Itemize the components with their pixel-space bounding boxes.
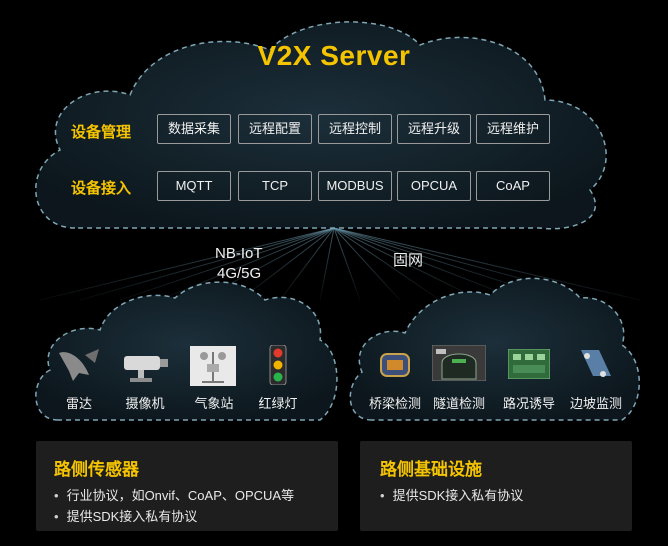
row-label-device-access: 设备接入 xyxy=(71,180,132,197)
chip-data-collection: 数据采集 xyxy=(157,114,231,144)
camera-icon xyxy=(124,356,168,382)
device-label-tunnel: 隧道检测 xyxy=(432,396,485,411)
sensor-bullet-1-text: 行业协议，如Onvif、CoAP、OPCUA等 xyxy=(66,488,295,503)
chip-modbus: MODBUS xyxy=(318,171,392,201)
traffic-light-icon xyxy=(269,345,287,385)
bullet-dot: • xyxy=(54,509,59,524)
device-label-radar: 雷达 xyxy=(65,396,92,411)
device-label-traffic-light: 红绿灯 xyxy=(258,396,298,411)
chip-remote-upgrade: 远程升级 xyxy=(397,114,471,144)
chip-opcua: OPCUA xyxy=(397,171,471,201)
sensor-cloud xyxy=(35,281,338,421)
bullet-dot: • xyxy=(380,488,385,503)
network-label-4g5g: 4G/5G xyxy=(217,265,262,282)
chip-remote-control: 远程控制 xyxy=(318,114,392,144)
device-label-slope: 边坡监测 xyxy=(569,396,622,411)
chip-remote-config: 远程配置 xyxy=(238,114,312,144)
chip-tcp: TCP xyxy=(238,171,312,201)
device-label-weather-station: 气象站 xyxy=(194,396,234,411)
device-label-bridge: 桥梁检测 xyxy=(368,396,421,411)
server-cloud xyxy=(35,21,607,230)
chip-remote-maintenance: 远程维护 xyxy=(476,114,550,144)
network-label-fixed: 固网 xyxy=(393,252,424,269)
infrastructure-panel: 路侧基础设施 • 提供SDK接入私有协议 xyxy=(360,441,632,531)
road-guidance-icon xyxy=(508,349,550,379)
radar-icon xyxy=(59,349,99,381)
sensor-panel: 路侧传感器 • 行业协议，如Onvif、CoAP、OPCUA等 • 提供SDK接入私… xyxy=(36,441,338,531)
infrastructure-bullet-1: • 提供SDK接入私有协议 xyxy=(380,485,523,504)
slope-monitor-icon xyxy=(581,350,611,377)
bullet-dot: • xyxy=(54,488,59,503)
device-label-road-guidance: 路况诱导 xyxy=(502,396,555,411)
chip-coap: CoAP xyxy=(476,171,550,201)
sensor-bullet-2-text: 提供SDK接入私有协议 xyxy=(66,509,198,524)
chip-mqtt: MQTT xyxy=(157,171,231,201)
row-label-device-management: 设备管理 xyxy=(71,124,132,141)
weather-station-icon xyxy=(190,346,236,386)
network-label-nbiot: NB-IoT xyxy=(215,245,263,262)
sensor-bullet-2: • 提供SDK接入私有协议 xyxy=(54,506,197,525)
infrastructure-cloud xyxy=(349,277,640,421)
server-title: V2X Server xyxy=(257,40,411,71)
tunnel-detector-icon xyxy=(432,345,486,381)
sensor-bullet-1: • 行业协议，如Onvif、CoAP、OPCUA等 xyxy=(54,485,294,504)
bridge-detector-icon xyxy=(380,353,410,377)
infrastructure-panel-title: 路侧基础设施 xyxy=(380,460,482,479)
device-label-camera: 摄像机 xyxy=(125,396,165,411)
infrastructure-bullet-1-text: 提供SDK接入私有协议 xyxy=(392,488,524,503)
sensor-panel-title: 路侧传感器 xyxy=(54,460,139,479)
